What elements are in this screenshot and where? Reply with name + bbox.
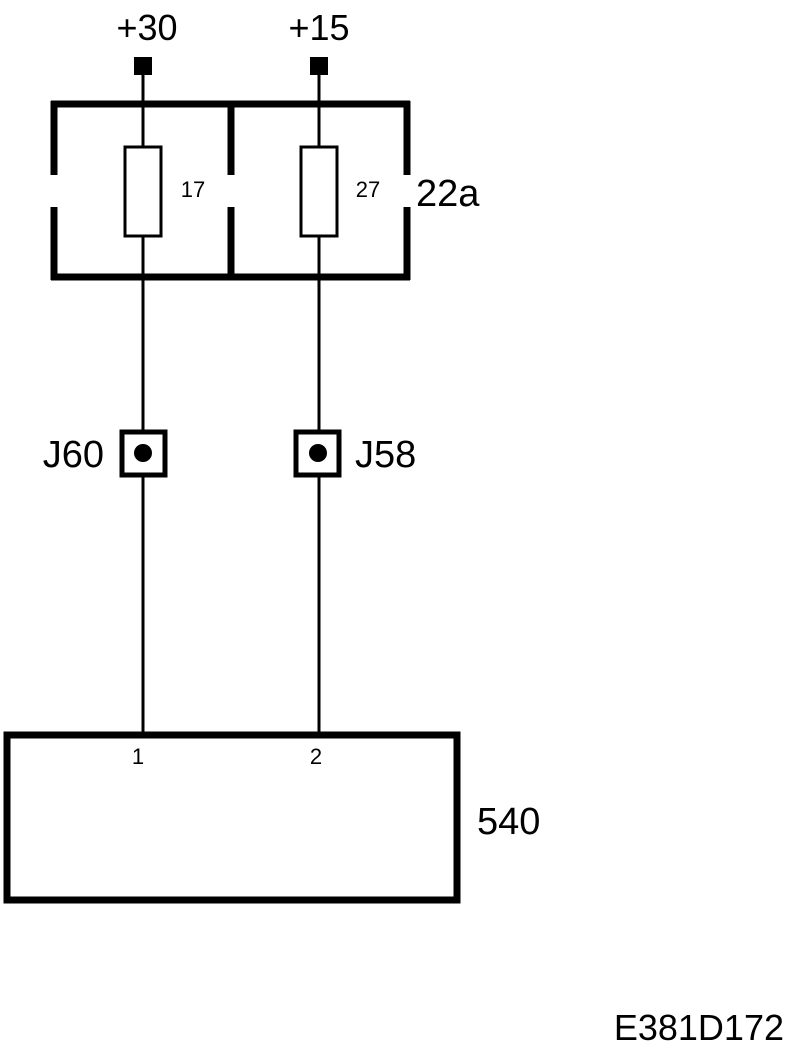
fuse-27 [299, 145, 339, 238]
fuse-27-label: 27 [356, 177, 380, 202]
pin-2-label: 2 [310, 744, 322, 769]
junction-j60-label: J60 [43, 434, 104, 476]
junction-j58-label: J58 [355, 434, 416, 476]
supply-terminal-plus15 [310, 57, 328, 75]
junction-j60 [119, 429, 168, 478]
supply-terminal-plus30 [134, 57, 152, 75]
fuse-17 [123, 145, 163, 238]
pin-1-label: 1 [132, 744, 144, 769]
component-540-box [3, 731, 461, 904]
supply-label-plus30: +30 [116, 7, 177, 48]
fuse-box [50, 100, 411, 281]
figure-code: E381D172 [614, 1007, 784, 1048]
supply-label-plus15: +15 [288, 7, 349, 48]
fuse-17-label: 17 [181, 177, 205, 202]
junction-j58 [293, 429, 342, 478]
fuse-box-label: 22a [416, 173, 480, 215]
component-label: 540 [477, 801, 540, 843]
